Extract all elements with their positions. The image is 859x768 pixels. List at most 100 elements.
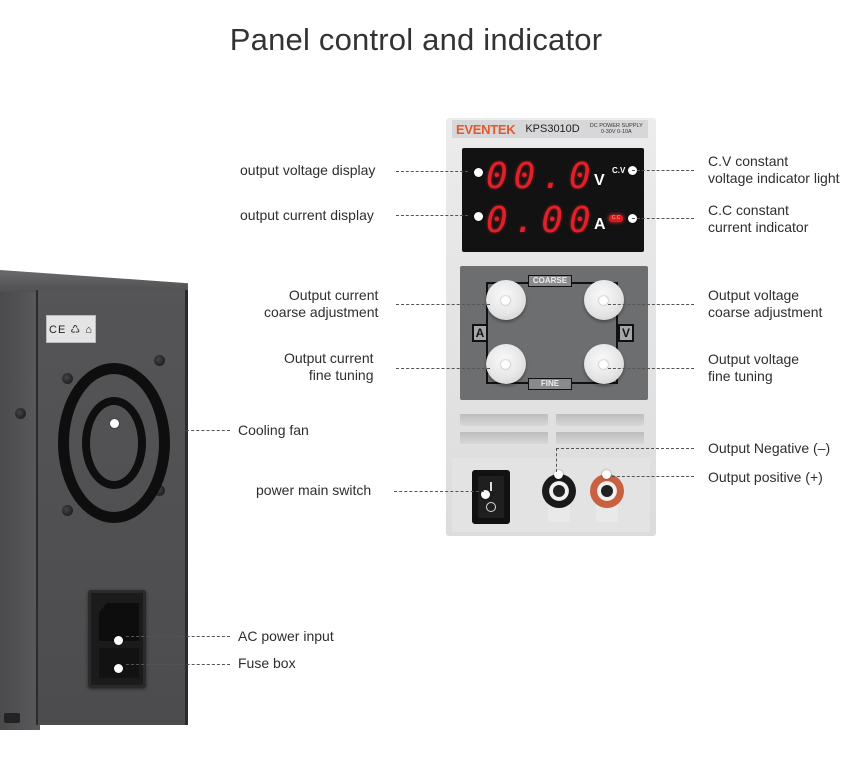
voltage-display-marker	[474, 168, 483, 177]
callout-line-2: fine tuning	[308, 367, 374, 383]
screw-icon	[15, 408, 26, 419]
callout-line-1: C.C constant	[708, 202, 789, 218]
fuse-marker	[114, 664, 123, 673]
callout-cooling-fan: Cooling fan	[238, 422, 309, 438]
voltage-coarse-marker	[599, 296, 608, 305]
leader-line	[396, 368, 490, 369]
ac-input-marker	[114, 636, 123, 645]
voltage-unit: V	[594, 172, 605, 189]
current-fine-knob[interactable]	[486, 344, 526, 384]
callout-cv-indicator: C.V constant voltage indicator light	[708, 153, 840, 187]
leader-line	[126, 636, 230, 637]
current-coarse-knob[interactable]	[486, 280, 526, 320]
callout-line-1: Output current	[288, 287, 379, 303]
voltage-readout: 00.0	[486, 156, 597, 197]
leader-line	[186, 430, 230, 431]
callout-output-positive: Output positive (+)	[708, 469, 823, 485]
callout-line-2: current indicator	[708, 219, 809, 235]
voltage-knob-label: V	[618, 324, 634, 342]
adjustment-knob-panel: COARSE FINE A V	[460, 266, 648, 400]
voltage-fine-marker	[599, 360, 608, 369]
leader-line	[394, 491, 484, 492]
callout-output-negative: Output Negative (–)	[708, 440, 831, 456]
power-supply-front-view: EVENTEK KPS3010D DC POWER SUPPLY 0-30V 0…	[446, 118, 656, 536]
front-vents	[452, 410, 650, 456]
callout-line-1: Output voltage	[708, 351, 800, 367]
callout-output-current-fine: Output current fine tuning	[284, 350, 374, 384]
leader-line	[556, 448, 557, 472]
current-fine-marker	[501, 360, 510, 369]
screw-icon	[62, 373, 73, 384]
callout-fuse-box: Fuse box	[238, 655, 296, 671]
leader-line	[126, 664, 230, 665]
fan-outer-ring	[58, 363, 170, 523]
power-supply-rear-view: CE ♺ ⌂	[0, 270, 190, 730]
callout-power-main-switch: power main switch	[256, 482, 372, 498]
diagram-title: Panel control and indicator	[229, 22, 603, 57]
callout-output-voltage-display: output voltage display	[240, 162, 376, 178]
model-number: KPS3010D	[525, 123, 580, 135]
terminal-hole	[553, 485, 565, 497]
fuse-drawer	[99, 648, 139, 678]
vent-slot	[556, 414, 644, 426]
spec-line-1: DC POWER SUPPLY	[589, 123, 643, 129]
leader-line	[608, 304, 694, 305]
callout-output-voltage-coarse: Output voltage coarse adjustment	[708, 287, 822, 321]
spec-line-2: 0-30V 0-10A	[600, 129, 632, 135]
negative-terminal[interactable]	[542, 470, 576, 508]
leader-line	[608, 368, 694, 369]
on-mark-icon	[490, 482, 492, 491]
callout-line-1: Output current	[284, 350, 374, 366]
ac-power-socket	[88, 590, 146, 688]
leader-line	[632, 218, 694, 219]
positive-terminal-marker	[602, 470, 611, 479]
vent-slot	[460, 414, 548, 426]
positive-terminal[interactable]	[590, 470, 624, 508]
callout-cc-indicator: C.C constant current indicator	[708, 202, 808, 236]
callout-line-2: coarse adjustment	[708, 304, 823, 320]
cooling-fan-marker	[110, 419, 119, 428]
power-switch-marker	[481, 490, 490, 499]
callout-line-1: Output voltage	[708, 287, 800, 303]
leader-line	[612, 476, 694, 477]
voltage-coarse-knob[interactable]	[584, 280, 624, 320]
power-switch[interactable]	[472, 470, 510, 524]
cooling-fan-grille	[58, 363, 170, 523]
callout-line-2: voltage indicator light	[708, 170, 840, 186]
current-coarse-marker	[501, 296, 510, 305]
voltage-fine-knob[interactable]	[584, 344, 624, 384]
callout-line-2: fine tuning	[708, 368, 773, 384]
callout-line-2: coarse adjustment	[264, 304, 379, 320]
spec-text: DC POWER SUPPLY 0-30V 0-10A	[590, 123, 643, 135]
leader-line	[632, 170, 694, 171]
fine-label: FINE	[528, 378, 572, 390]
screw-icon	[154, 355, 165, 366]
coarse-label: COARSE	[528, 275, 572, 287]
fan-inner-ring	[82, 397, 146, 489]
led-display: 00.0 V 0.00 A C.V C.C	[462, 148, 644, 252]
current-unit: A	[594, 216, 606, 233]
leader-line	[396, 304, 490, 305]
callout-output-current-coarse: Output current coarse adjustment	[264, 287, 378, 321]
current-display-marker	[474, 212, 483, 221]
negative-terminal-marker	[554, 470, 563, 479]
ac-inlet-icon	[99, 603, 139, 641]
brand-strip: EVENTEK KPS3010D DC POWER SUPPLY 0-30V 0…	[452, 120, 648, 138]
cv-indicator-label: C.V	[612, 166, 626, 175]
callout-line-1: C.V constant	[708, 153, 789, 169]
brand-logo: EVENTEK	[456, 121, 516, 137]
leader-line	[396, 215, 468, 216]
cc-indicator-led: C.C	[609, 215, 623, 222]
rubber-foot	[4, 713, 20, 723]
rear-top-panel	[0, 270, 188, 292]
vent-slot	[460, 432, 548, 444]
callout-output-voltage-fine: Output voltage fine tuning	[708, 351, 799, 385]
certification-label: CE ♺ ⌂	[46, 315, 96, 343]
screw-icon	[62, 505, 73, 516]
screw-icon	[154, 485, 165, 496]
current-knob-label: A	[472, 324, 488, 342]
leader-line	[396, 171, 468, 172]
current-readout: 0.00	[486, 200, 597, 241]
callout-ac-power-input: AC power input	[238, 628, 334, 644]
terminal-hole	[601, 485, 613, 497]
